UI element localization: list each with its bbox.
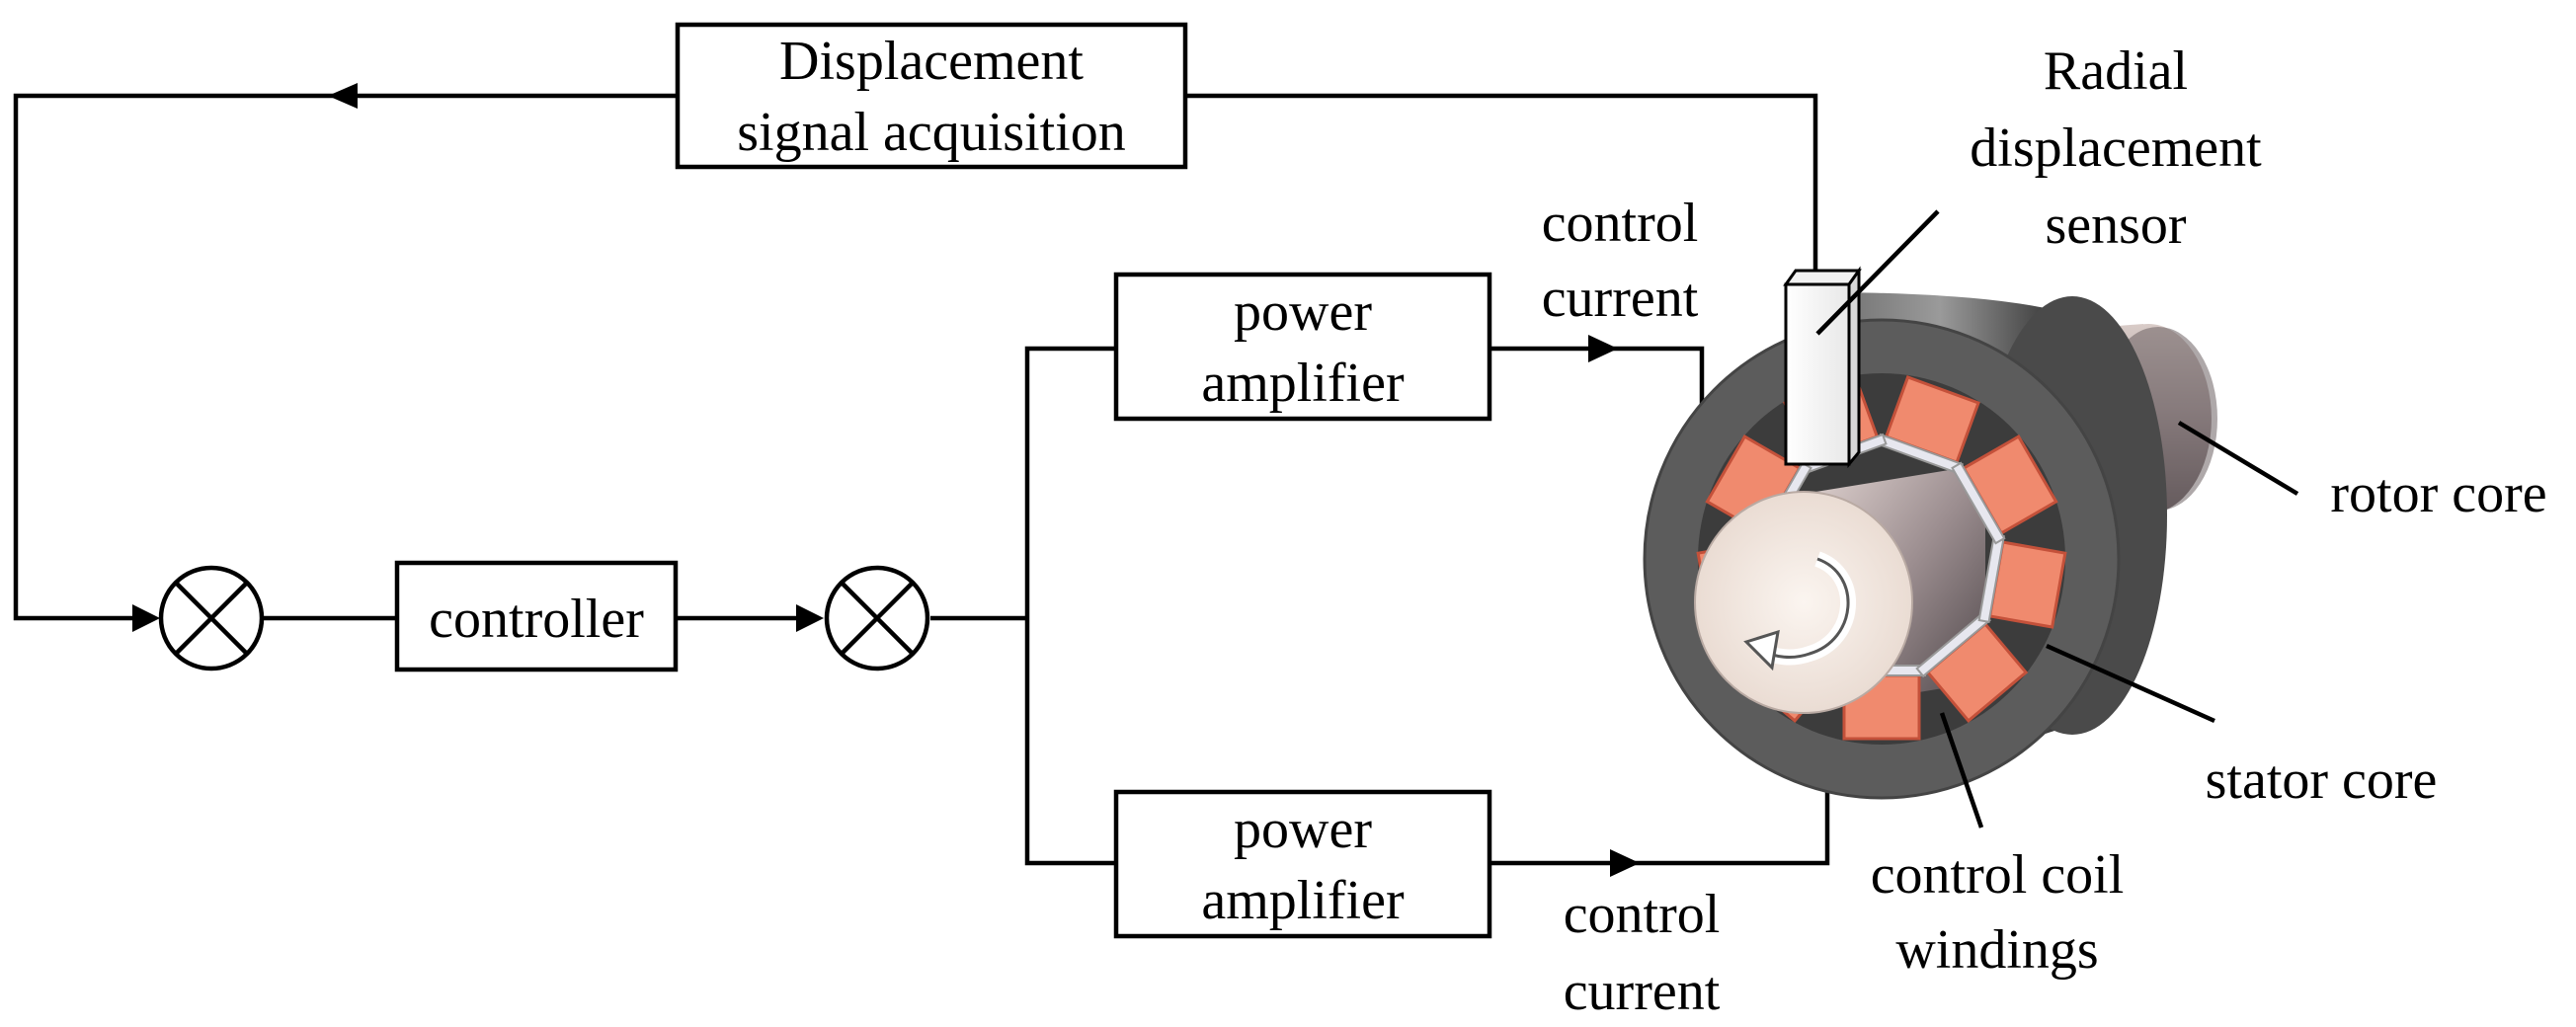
displacement-acquisition-line1: Displacement — [779, 31, 1084, 92]
sensor-leader — [1815, 209, 1940, 336]
control-current-bottom-line1: control — [1564, 884, 1721, 945]
feedback-arrow — [328, 83, 358, 109]
control-current-top-line2: current — [1542, 268, 1699, 329]
controller-label: controller — [429, 589, 644, 650]
input-arrow-sum1 — [132, 604, 160, 632]
coil-windings-leader — [1939, 712, 1984, 829]
arrow-into-sum2 — [796, 604, 824, 632]
coil-label-line2: windings — [1895, 919, 2098, 981]
arrow-top-current — [1588, 335, 1618, 362]
power-amplifier-top-line1: power — [1234, 281, 1372, 343]
radial-label-line2: displacement — [1970, 118, 2262, 179]
power-amplifier-bottom-line2: amplifier — [1201, 870, 1405, 931]
control-current-top-line1: control — [1542, 193, 1699, 254]
rotation-arrow-icon — [1743, 551, 1857, 672]
stator-core-leader — [2046, 643, 2215, 724]
radial-displacement-sensor-label: Radial displacement sensor — [1970, 40, 2262, 256]
bearing-illustration — [1643, 266, 2217, 800]
wire-split-branch — [1024, 346, 1116, 866]
coil-label-line1: control coil — [1871, 844, 2125, 906]
displacement-acquisition-block: Displacement signal acquisition — [675, 22, 1188, 170]
summing-junction-2 — [824, 565, 930, 672]
displacement-acquisition-line2: signal acquisition — [737, 102, 1126, 163]
radial-label-line3: sensor — [2045, 195, 2186, 256]
power-amplifier-top-block: power amplifier — [1113, 272, 1492, 422]
radial-label-line1: Radial — [2044, 40, 2188, 102]
control-current-bottom-line2: current — [1564, 961, 1721, 1022]
rotor-core-label: rotor core — [2330, 463, 2546, 524]
controller-block: controller — [394, 560, 679, 672]
rotor-front-face — [1694, 491, 1913, 714]
power-amplifier-bottom-block: power amplifier — [1113, 789, 1492, 939]
power-amplifier-bottom-line1: power — [1234, 799, 1372, 860]
control-current-top-label: control current — [1542, 193, 1699, 329]
summing-junction-1 — [158, 565, 265, 672]
rotor-core-leader — [2177, 421, 2299, 496]
stator-core-label: stator core — [2206, 750, 2438, 811]
arrow-bottom-current — [1610, 849, 1640, 877]
feedback-wire-left — [13, 93, 678, 621]
control-coil-windings-label: control coil windings — [1871, 844, 2125, 981]
power-amplifier-top-line2: amplifier — [1201, 353, 1405, 414]
control-current-bottom-label: control current — [1564, 884, 1721, 1022]
feedback-wire-top — [1185, 93, 1818, 272]
